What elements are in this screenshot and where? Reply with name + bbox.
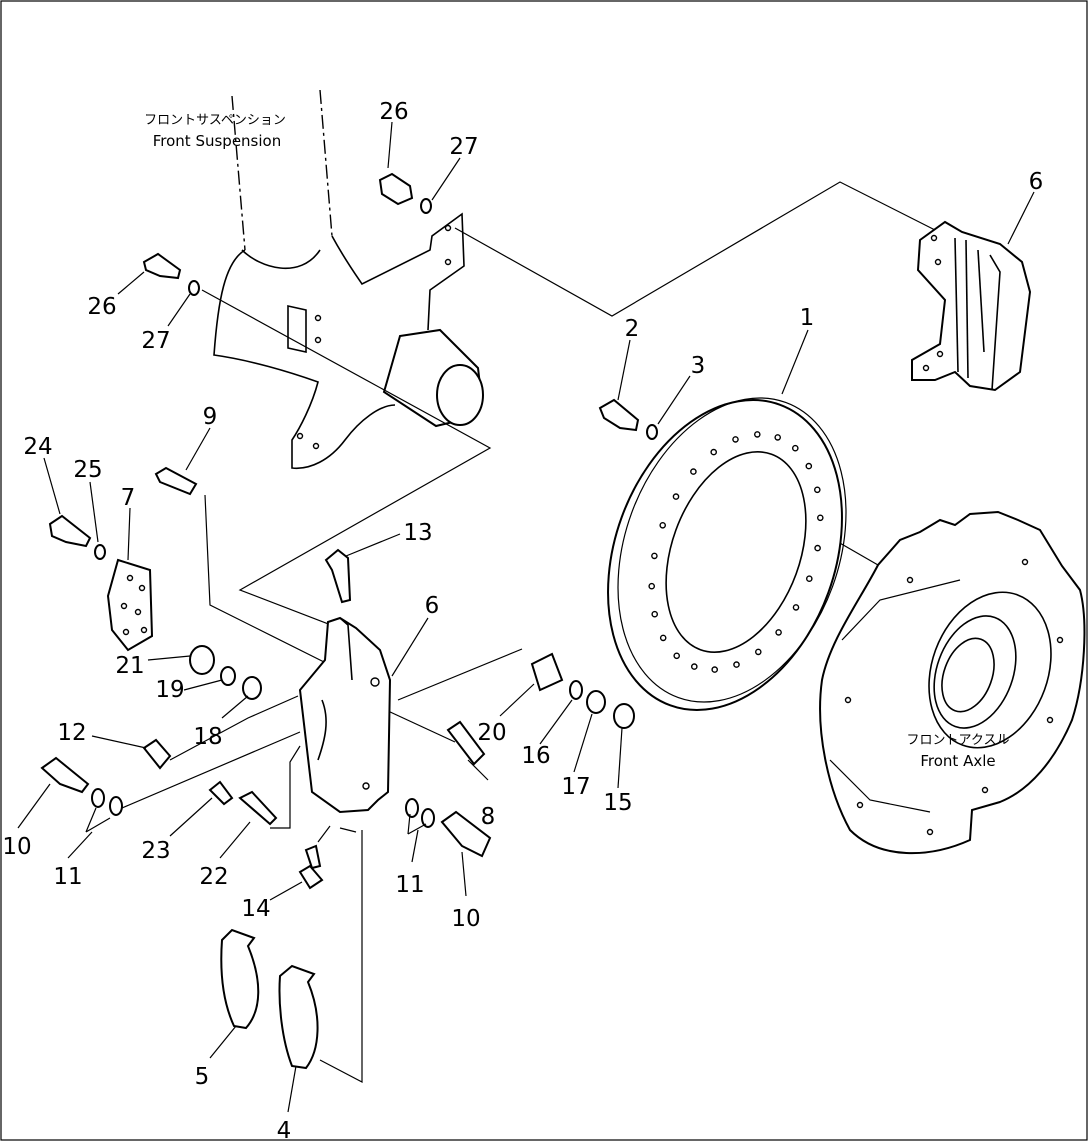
front-suspension-label-jp: フロントサスペンション <box>144 113 286 128</box>
disc-bolt-hole <box>754 431 761 438</box>
callout-16: 16 <box>521 743 550 769</box>
callout-10-right: 10 <box>451 906 480 932</box>
callout-5: 5 <box>195 1064 210 1090</box>
disc-bolt-hole <box>814 486 821 494</box>
callout-19: 19 <box>155 677 184 703</box>
callout-3: 3 <box>691 353 706 379</box>
disc-bolt-hole <box>733 661 740 668</box>
callout-leaders <box>17 121 1035 1113</box>
callout-7: 7 <box>121 485 136 511</box>
callout-6-upper: 6 <box>1029 169 1044 195</box>
callout-9: 9 <box>203 404 218 430</box>
disc-bolt-hole <box>673 652 681 660</box>
callout-24: 24 <box>23 434 52 460</box>
callout-numbers: 1 2 3 4 5 6 6 7 8 9 10 10 11 11 12 13 14… <box>2 99 1044 1144</box>
callout-23: 23 <box>141 838 170 864</box>
disc-bolt-hole <box>672 493 680 500</box>
disc-bolt-hole <box>651 610 659 618</box>
front-suspension-label-en: Front Suspension <box>153 132 281 150</box>
disc-bolt-hole <box>792 444 799 452</box>
front-axle-housing <box>819 510 1086 855</box>
disc-bolt-hole <box>775 629 782 636</box>
callout-12: 12 <box>57 720 86 746</box>
disc-bolt-hole <box>806 575 813 583</box>
reference-lines <box>121 181 936 1083</box>
disc-bolt-hole <box>732 436 739 443</box>
callout-13: 13 <box>403 520 432 546</box>
callout-27-top: 27 <box>449 134 478 160</box>
callout-1: 1 <box>800 305 815 331</box>
disc-bolt-hole <box>805 462 813 470</box>
callout-2: 2 <box>625 316 640 342</box>
disc-bolt-hole <box>659 634 667 642</box>
front-suspension <box>213 89 484 470</box>
disc-bolt-hole <box>774 434 782 441</box>
callout-8: 8 <box>481 804 496 830</box>
callout-20: 20 <box>477 720 506 746</box>
disc-bolt-hole <box>814 544 821 552</box>
disc-bolt-hole <box>755 648 762 656</box>
disc-bolt-hole <box>651 552 658 560</box>
callout-26-top: 26 <box>379 99 408 125</box>
caliper-upper <box>911 220 1032 392</box>
callout-26-left: 26 <box>87 294 116 320</box>
callout-15: 15 <box>603 790 632 816</box>
disc-bolt-hole <box>792 604 800 611</box>
callout-6-center: 6 <box>425 593 440 619</box>
callout-4: 4 <box>277 1118 292 1142</box>
callout-27-left: 27 <box>141 328 170 354</box>
callout-11-left: 11 <box>53 864 82 890</box>
disc-bolt-hole <box>690 468 697 475</box>
hardware <box>40 172 658 1070</box>
disc-bolt-hole <box>710 448 718 456</box>
callout-21: 21 <box>115 653 144 679</box>
front-axle-label-en: Front Axle <box>920 752 995 770</box>
callout-17: 17 <box>561 774 590 800</box>
disc-bolt-hole <box>711 666 719 673</box>
callout-25: 25 <box>73 457 102 483</box>
disc-bolt-hole <box>817 514 824 522</box>
disc-bolt-hole <box>648 582 656 590</box>
disc-bolt-hole <box>659 522 667 529</box>
callout-14: 14 <box>241 896 270 922</box>
disc-bolt-hole <box>691 663 698 670</box>
front-axle-label-jp: フロントアクスル <box>907 733 1010 748</box>
brake-disc <box>607 397 847 711</box>
callout-18: 18 <box>193 724 222 750</box>
callout-11-right: 11 <box>395 872 424 898</box>
callout-10-left: 10 <box>2 834 31 860</box>
callout-22: 22 <box>199 864 228 890</box>
caliper-body <box>298 616 392 814</box>
